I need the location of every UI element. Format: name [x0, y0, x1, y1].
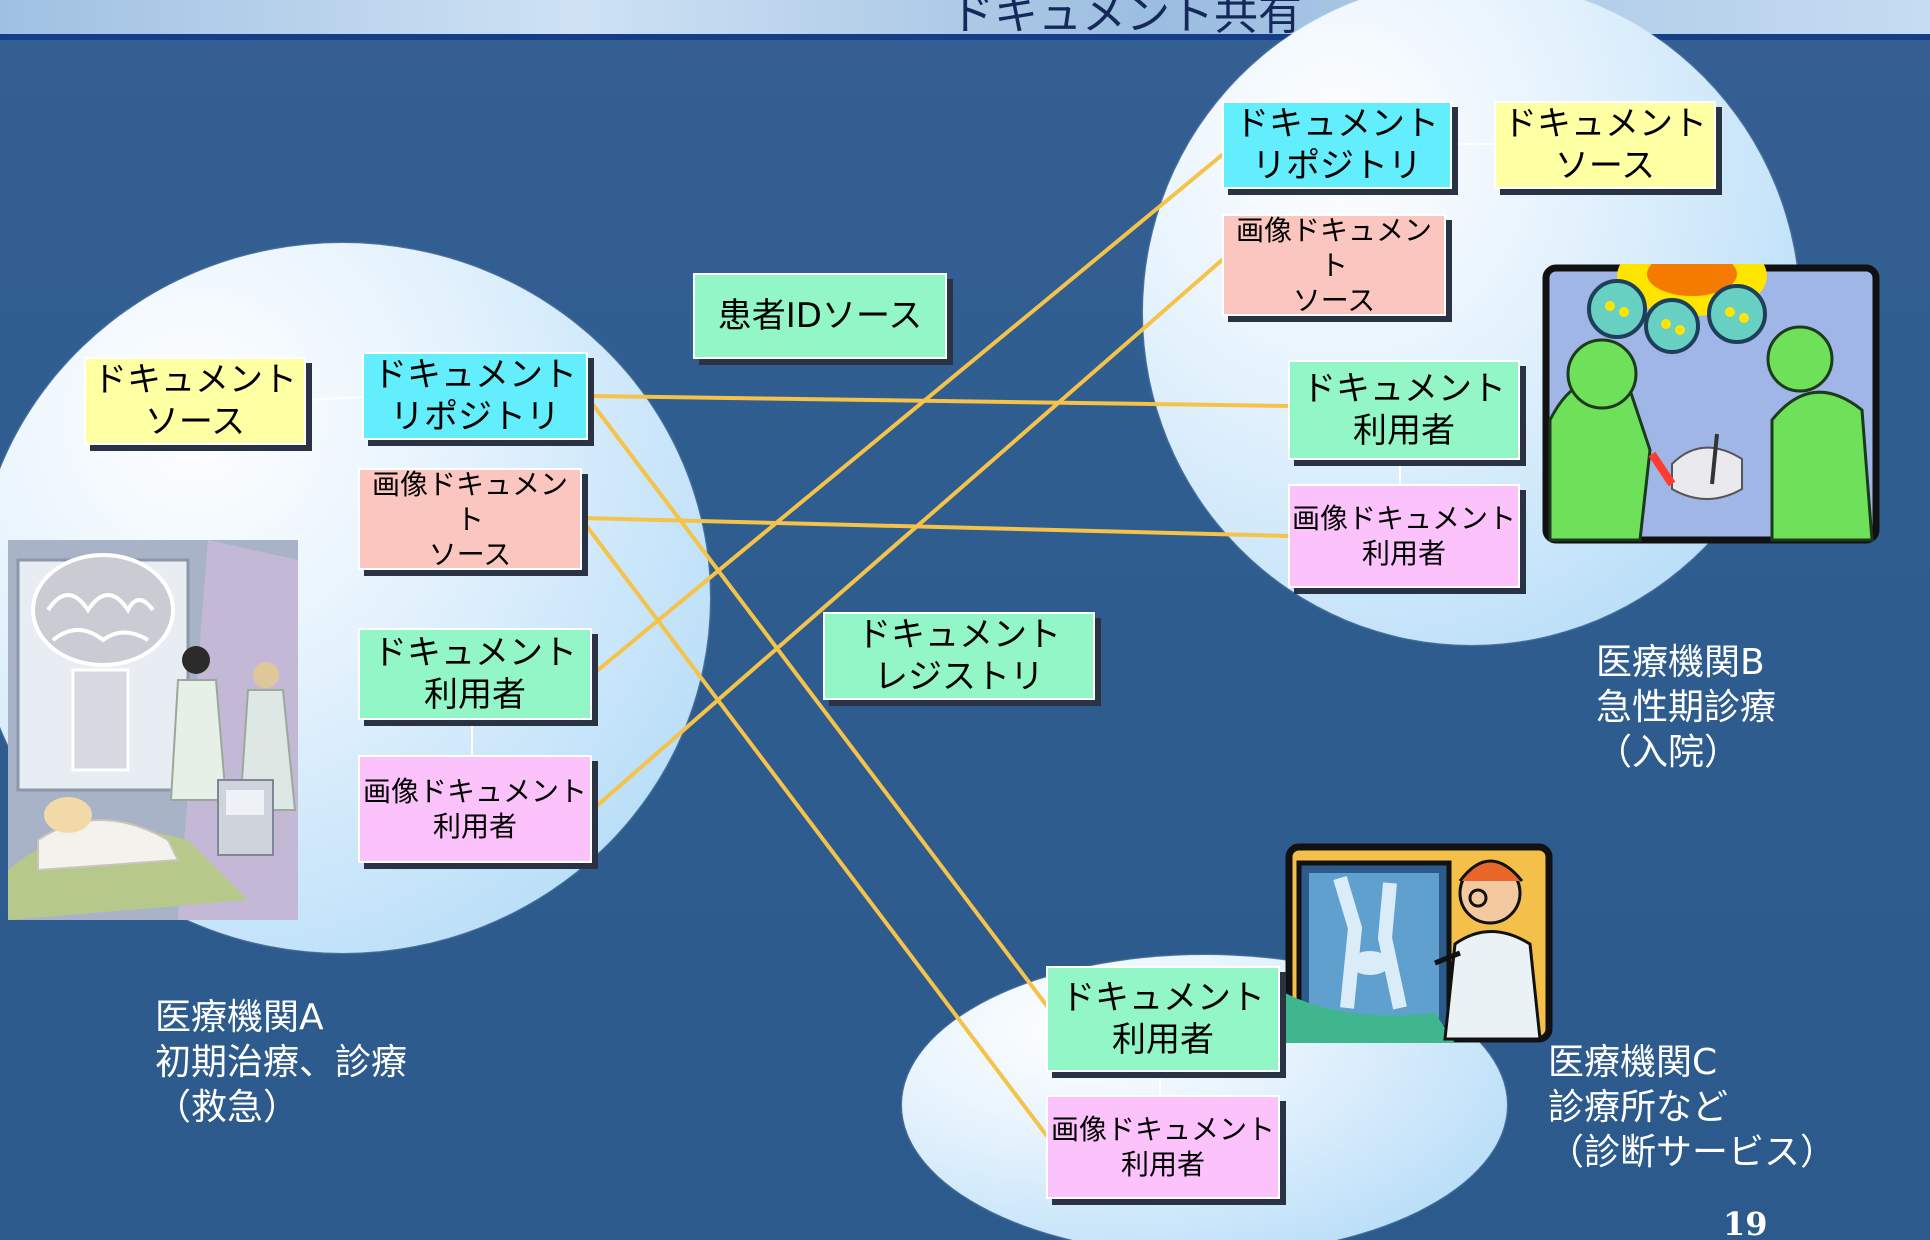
connector-a-repository-to-b-consumer: [586, 394, 1292, 408]
facility-b-imaging-source-line2: ソース: [1292, 283, 1376, 317]
link-a-source-repository: [305, 396, 363, 401]
facility-a-imaging-source-line1: 画像ドキュメント: [371, 467, 568, 536]
facility-b-role: 急性期診療: [1596, 687, 1777, 728]
facility-a-label: 医療機関A 初期治療、診療 （救急）: [155, 995, 407, 1130]
facility-b-document-consumer-line2: 利用者: [1353, 411, 1455, 451]
facility-b-imaging-source-line1: 画像ドキュメント: [1235, 213, 1432, 282]
connector-a-imaging-source-to-b-imaging-consumer: [580, 516, 1292, 538]
surgeons-operating-clipart: [1542, 264, 1880, 544]
facility-a-document-repository-line1: ドキュメント: [373, 354, 577, 395]
facility-c-document-consumer-line1: ドキュメント: [1061, 977, 1265, 1018]
facility-b-document-repository-box: ドキュメント リポジトリ: [1222, 101, 1452, 189]
facility-b-imaging-source-box: 画像ドキュメント ソース: [1222, 213, 1446, 317]
connector-a-imaging-source-to-c-imaging-consumer: [580, 518, 1052, 1142]
facility-b-document-consumer-box: ドキュメント 利用者: [1288, 360, 1520, 460]
document-registry-line2: レジストリ: [874, 657, 1044, 697]
doctor-viewing-xray-clipart: [1285, 843, 1553, 1043]
facility-a-name: 医療機関A: [155, 997, 324, 1038]
facility-b-document-repository-line1: ドキュメント: [1235, 103, 1439, 144]
facility-a-document-consumer-line1: ドキュメント: [373, 632, 577, 673]
header-divider: [0, 34, 1930, 40]
facility-c-imaging-consumer-box: 画像ドキュメント 利用者: [1046, 1095, 1280, 1199]
facility-b-imaging-consumer-line2: 利用者: [1361, 537, 1446, 570]
connector-a-consumer-to-b-repository: [590, 153, 1224, 677]
facility-c-name: 医療機関C: [1548, 1042, 1718, 1083]
facility-a-document-repository-line2: リポジトリ: [390, 397, 560, 437]
facility-a-imaging-source-line2: ソース: [428, 537, 512, 571]
facility-c-document-consumer-box: ドキュメント 利用者: [1046, 966, 1280, 1072]
facility-a-document-consumer-box: ドキュメント 利用者: [358, 628, 592, 720]
facility-a-imaging-consumer-line1: 画像ドキュメント: [362, 775, 587, 808]
header-title: ドキュメント共有: [950, 0, 1302, 40]
facility-b-name: 医療機関B: [1596, 642, 1765, 683]
doctors-reviewing-scan-clipart: [8, 540, 298, 920]
page-number: 19: [1723, 1205, 1768, 1240]
facility-a-document-consumer-line2: 利用者: [424, 675, 526, 715]
patient-id-source-label: 患者IDソース: [717, 295, 923, 336]
facility-a-imaging-consumer-line2: 利用者: [432, 810, 517, 843]
facility-a-document-source-line2: ソース: [144, 402, 246, 442]
facility-b-document-consumer-line1: ドキュメント: [1302, 368, 1506, 409]
facility-b-label: 医療機関B 急性期診療 （入院）: [1596, 640, 1776, 775]
facility-b-document-repository-line2: リポジトリ: [1252, 146, 1422, 186]
connector-a-imaging-consumer-to-b-imaging-source: [590, 258, 1224, 812]
facility-b-document-source-line2: ソース: [1554, 146, 1656, 186]
facility-b-note: （入院）: [1596, 732, 1741, 773]
facility-a-imaging-source-box: 画像ドキュメント ソース: [358, 467, 582, 571]
facility-c-label: 医療機関C 診療所など （診断サービス）: [1548, 1040, 1836, 1175]
facility-a-document-source-box: ドキュメント ソース: [84, 357, 306, 445]
patient-id-source-box: 患者IDソース: [693, 273, 947, 359]
facility-c-imaging-consumer-line1: 画像ドキュメント: [1050, 1113, 1275, 1146]
document-registry-line1: ドキュメント: [857, 614, 1061, 655]
facility-b-document-source-line1: ドキュメント: [1503, 103, 1707, 144]
facility-c-note: （診断サービス）: [1548, 1132, 1837, 1173]
facility-a-note: （救急）: [155, 1087, 300, 1128]
facility-c-imaging-consumer-line2: 利用者: [1120, 1148, 1205, 1181]
facility-a-role: 初期治療、診療: [155, 1042, 408, 1083]
facility-a-document-source-line1: ドキュメント: [93, 359, 297, 400]
facility-b-imaging-consumer-box: 画像ドキュメント 利用者: [1288, 484, 1520, 588]
document-registry-box: ドキュメント レジストリ: [823, 612, 1095, 700]
connector-a-repository-to-c-consumer: [586, 396, 1052, 1012]
facility-a-imaging-consumer-box: 画像ドキュメント 利用者: [358, 755, 592, 863]
facility-a-document-repository-box: ドキュメント リポジトリ: [362, 352, 588, 440]
facility-b-imaging-consumer-line1: 画像ドキュメント: [1291, 502, 1516, 535]
facility-c-document-consumer-line2: 利用者: [1112, 1020, 1214, 1060]
facility-b-document-source-box: ドキュメント ソース: [1494, 101, 1716, 189]
facility-c-role: 診療所など: [1548, 1087, 1729, 1128]
